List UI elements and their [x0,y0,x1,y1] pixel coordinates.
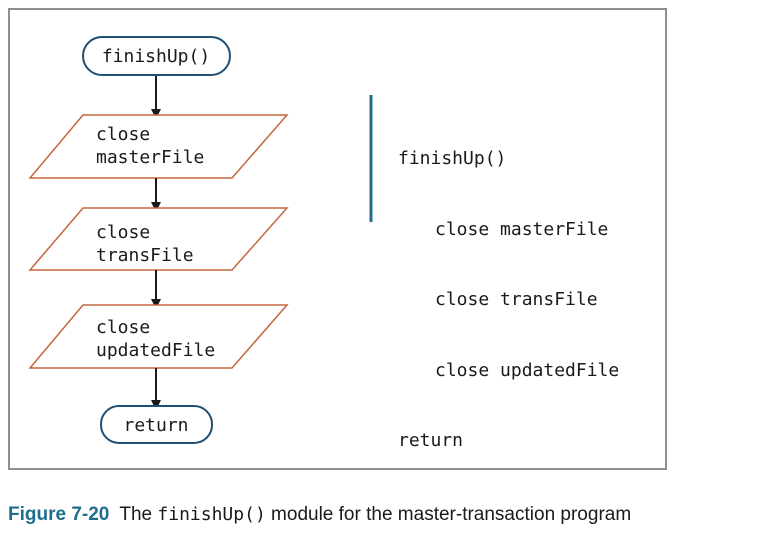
io-step-line1: close [96,317,150,338]
end-terminator [100,405,213,444]
pseudocode-line: close masterFile [435,218,609,240]
pseudocode-block: finishUp() close masterFile close transF… [398,100,619,476]
figure-label: Figure 7-20 [8,504,110,525]
start-terminator [82,36,231,76]
start-terminator-label: finishUp() [102,46,210,67]
io-step-line2: updatedFile [96,340,215,361]
pseudocode-line: finishUp() [398,148,507,169]
caption-suffix: module for the master-transaction progra… [265,504,632,525]
io-step-line2: transFile [96,245,194,266]
io-step-close-transfile [28,207,289,271]
figure-frame [8,8,667,470]
io-step-close-updatedfile [28,304,289,369]
io-step-line1: close [96,124,150,145]
io-step-close-masterfile [28,114,289,179]
caption-code: finishUp() [157,504,266,525]
caption-prefix: The [119,504,158,525]
io-step-line1: close [96,222,150,243]
end-terminator-label: return [123,415,188,436]
pseudocode-line: return [398,430,464,451]
pseudocode-line: close transFile [435,289,598,310]
figure-caption: Figure 7-20 The finishUp() module for the… [8,504,631,526]
io-step-line2: masterFile [96,147,204,168]
pseudocode-line: close updatedFile [435,359,620,381]
